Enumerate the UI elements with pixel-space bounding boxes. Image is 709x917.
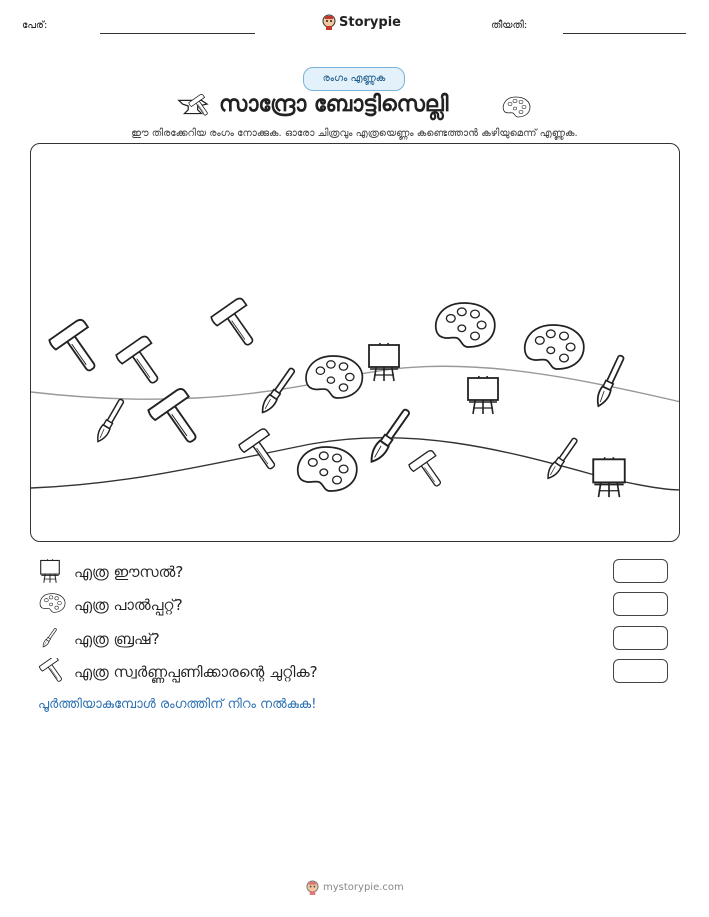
worksheet-header: പേര്: Storypie തീയതി: (0, 14, 709, 40)
anvil-icon (178, 94, 209, 118)
scene-hammer (407, 448, 452, 494)
answer-box[interactable] (613, 559, 668, 583)
scene-hammer (114, 333, 172, 393)
answer-box[interactable] (613, 659, 668, 683)
easel-icon (40, 558, 60, 584)
question-text: എത്ര ബ്രഷ്? (74, 630, 160, 648)
palette-icon (39, 593, 66, 613)
answer-box[interactable] (613, 626, 668, 650)
scene-palette (296, 446, 358, 492)
storypie-mascot-icon (322, 14, 336, 30)
scene-hammer (146, 385, 212, 454)
question-row: എത്ര ഈസൽ? (38, 558, 678, 586)
question-row: എത്ര ബ്രഷ്? (38, 625, 678, 653)
scene-hammer (47, 316, 110, 382)
color-instruction: പൂർത്തിയാകുമ്പോൾ രംഗത്തിന് നിറം നൽകുക! (38, 697, 317, 712)
scene-brush (543, 435, 581, 482)
scene-brush (592, 353, 628, 410)
activity-badge: രംഗം എണ്ണുക (303, 67, 405, 91)
scene-hammer (237, 426, 287, 478)
scene-illustration (31, 295, 679, 499)
name-label: പേര്: (22, 20, 48, 31)
name-field-line[interactable] (100, 33, 255, 34)
scene-brush (257, 365, 298, 417)
scene-brush (93, 396, 127, 445)
brand-logo: Storypie (322, 14, 401, 30)
scene-easel (368, 342, 400, 382)
scene-hammer (209, 295, 267, 355)
scene-palette (434, 302, 496, 348)
question-text: എത്ര പാൽപ്പറ്റ്? (74, 596, 183, 614)
brush-icon (41, 627, 58, 649)
scene-palette (523, 324, 585, 370)
scene-easel (467, 375, 499, 415)
counting-scene (30, 143, 680, 542)
scene-brush (365, 406, 414, 467)
storypie-mascot-icon (306, 880, 319, 895)
question-text: എത്ര ഈസൽ? (74, 563, 184, 581)
question-row: എത്ര സ്വർണ്ണപ്പണിക്കാരന്റെ ചുറ്റിക? (38, 658, 678, 686)
date-field-line[interactable] (563, 33, 686, 34)
title-row: സാന്ദ്രോ ബോട്ടിസെല്ലി (0, 92, 709, 122)
question-text: എത്ര സ്വർണ്ണപ്പണിക്കാരന്റെ ചുറ്റിക? (74, 663, 318, 681)
palette-icon (502, 96, 531, 118)
question-row: എത്ര പാൽപ്പറ്റ്? (38, 591, 678, 619)
scene-palette (305, 355, 364, 399)
hammer-icon (38, 658, 62, 684)
footer: mystorypie.com (306, 880, 404, 895)
brand-name: Storypie (339, 14, 401, 30)
footer-url[interactable]: mystorypie.com (323, 882, 404, 893)
date-label: തീയതി: (491, 20, 528, 31)
instruction-text: ഈ തിരക്കേറിയ രംഗം നോക്കുക. ഓരോ ചിത്രവും … (131, 128, 578, 139)
answer-box[interactable] (613, 592, 668, 616)
page-title: സാന്ദ്രോ ബോട്ടിസെല്ലി (219, 92, 449, 117)
scene-easel (592, 456, 626, 499)
